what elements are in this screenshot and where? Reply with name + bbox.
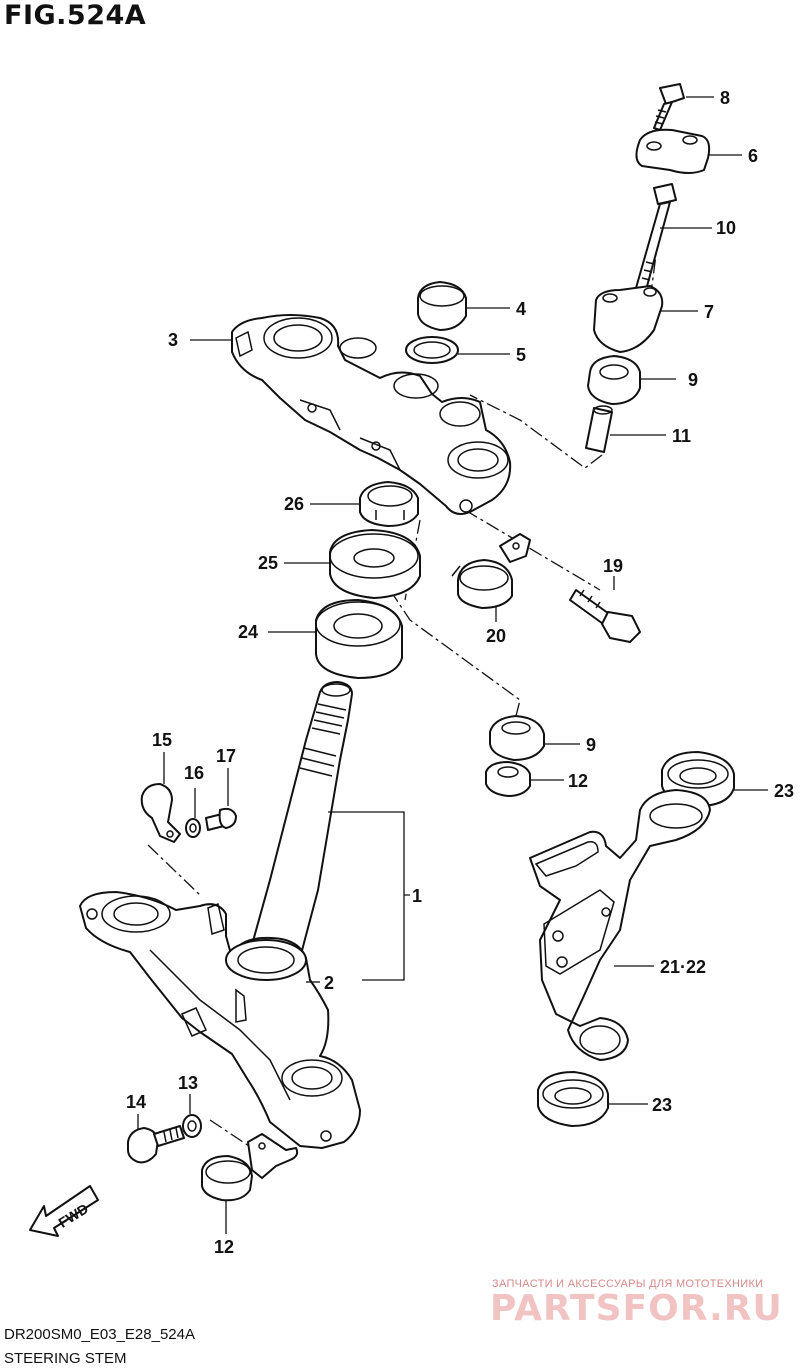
- label-part-12: 12: [568, 771, 588, 791]
- part-25-dust-seal: [329, 529, 421, 599]
- part-19-bolt: [569, 589, 641, 643]
- figure-title: FIG.524A: [4, 0, 147, 31]
- part-number-labels: 8 6 10 7 9 11 4 5 3 26 25 24 19 20 9 12 …: [126, 88, 794, 1257]
- label-part-9-upper: 9: [688, 370, 698, 390]
- label-part-5: 5: [516, 345, 526, 365]
- label-part-25: 25: [258, 553, 278, 573]
- label-part-21-22: 21·22: [660, 957, 706, 977]
- label-part-18: 17: [216, 746, 236, 766]
- label-part-6: 6: [748, 146, 758, 166]
- watermark-brand: PARTSFOR.RU: [490, 1288, 783, 1329]
- part-11-spacer: [585, 405, 613, 453]
- part-13-clamp: [201, 1133, 299, 1202]
- label-part-11: 11: [672, 426, 691, 446]
- fwd-arrow-icon: FWD: [29, 1185, 99, 1237]
- label-part-23-upper: 23: [774, 781, 794, 801]
- figure-name: STEERING STEM: [4, 1350, 127, 1367]
- part-17-washer: [185, 818, 201, 838]
- part-1-steering-stem: [79, 681, 361, 1149]
- part-20-clamp: [451, 533, 531, 609]
- label-part-20: 20: [486, 626, 506, 646]
- part-8-bolt: [653, 83, 685, 131]
- part-18-screw: [205, 807, 237, 831]
- label-part-15: 14: [126, 1092, 146, 1112]
- label-part-8: 8: [720, 88, 730, 108]
- figure-code: DR200SM0_E03_E28_524A: [4, 1326, 195, 1343]
- part-5-ring: [405, 336, 459, 364]
- part-23-grommet-lower: [537, 1071, 609, 1127]
- label-part-16: 15: [152, 730, 172, 750]
- label-part-26: 26: [284, 494, 304, 514]
- part-24-bearing: [315, 599, 403, 679]
- part-7-handlebar-holder-lower: [593, 285, 664, 353]
- part-15-bolt: [127, 1125, 185, 1164]
- part-4-cap: [417, 281, 467, 331]
- label-part-14: 13: [178, 1073, 198, 1093]
- leader-lines: [137, 96, 768, 1234]
- part-9-cushion-lower: [489, 715, 545, 761]
- label-part-13: 12: [214, 1237, 234, 1257]
- part-3-steering-stem-upper-bracket: [231, 314, 512, 515]
- part-21-22-bracket: [529, 789, 711, 1061]
- watermark-tagline: ЗАПЧАСТИ И АКСЕССУАРЫ ДЛЯ МОТОТЕХНИКИ: [492, 1278, 764, 1290]
- part-9-cushion-upper: [587, 355, 641, 405]
- label-part-19: 19: [603, 556, 623, 576]
- part-12-nut: [485, 761, 531, 797]
- label-part-3: 3: [168, 330, 178, 350]
- label-part-9-lower: 9: [586, 735, 596, 755]
- label-part-23-lower: 23: [652, 1095, 672, 1115]
- label-part-1: 1: [412, 886, 422, 906]
- label-part-2: 2: [324, 973, 334, 993]
- part-16-clip: [140, 783, 181, 843]
- part-10-long-bolt: [635, 183, 677, 291]
- label-part-17: 16: [184, 763, 204, 783]
- label-part-7: 7: [704, 302, 714, 322]
- part-26-nut: [359, 481, 419, 527]
- part-6-handlebar-holder-upper: [635, 128, 711, 174]
- label-part-10: 10: [716, 218, 736, 238]
- label-part-4: 4: [516, 299, 526, 319]
- part-14-washer: [182, 1114, 202, 1138]
- label-part-24: 24: [238, 622, 258, 642]
